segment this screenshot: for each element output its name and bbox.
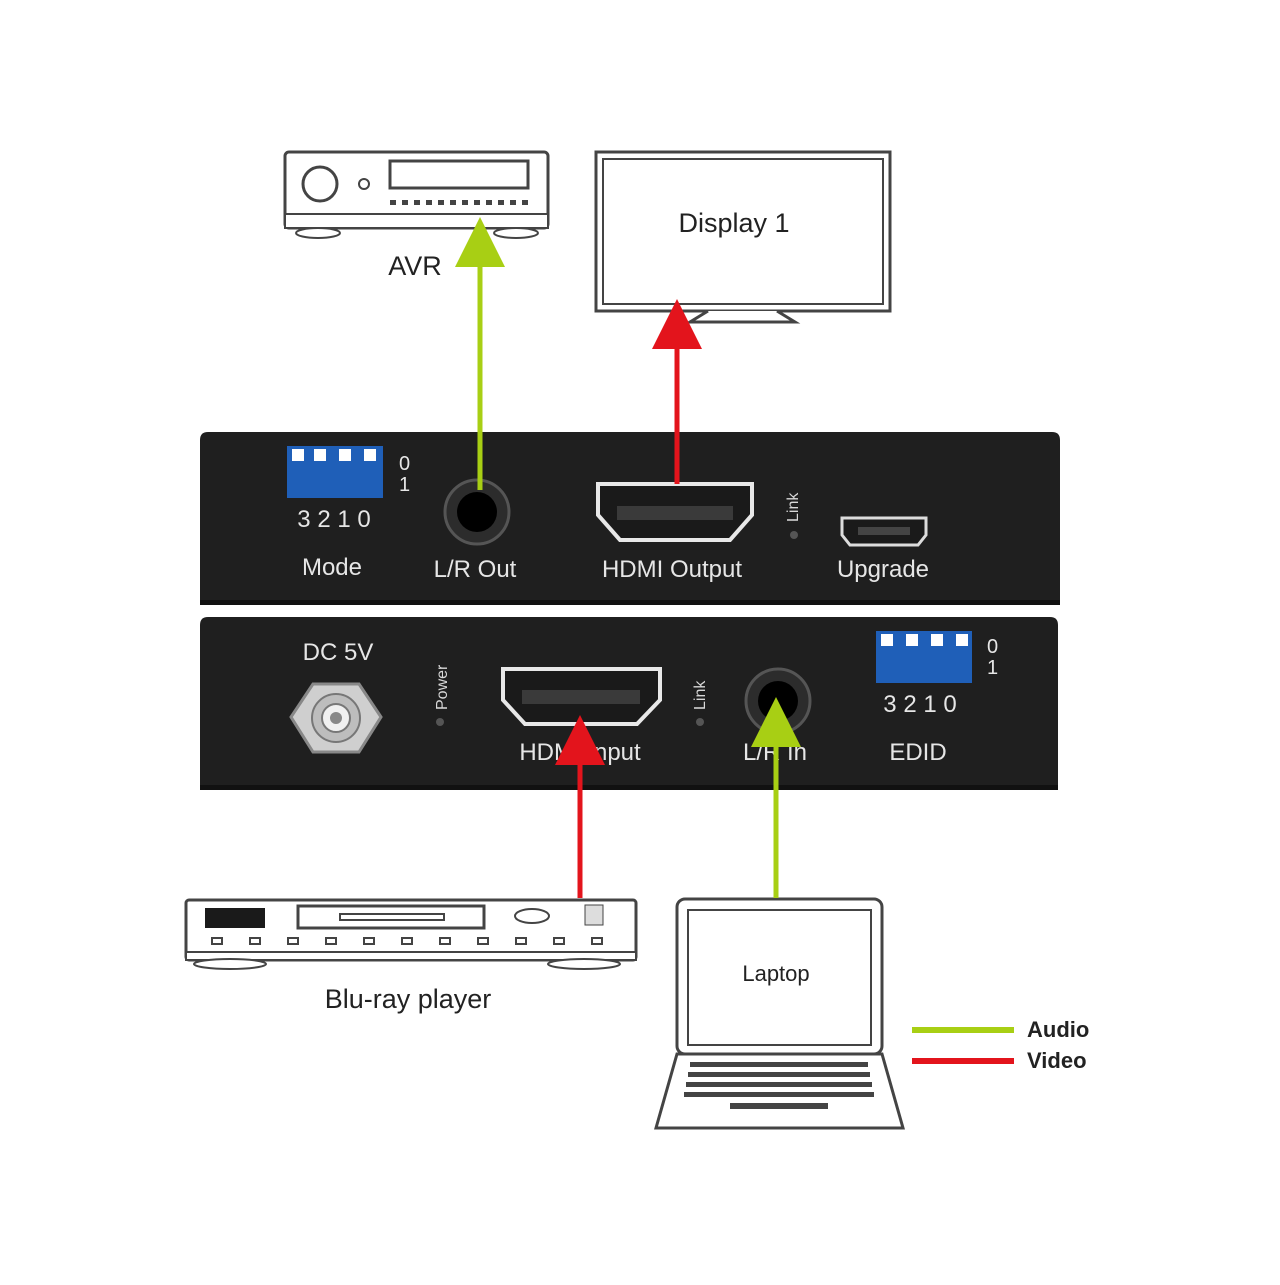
hdmi-input-port-icon[interactable] — [501, 667, 662, 726]
laptop-label: Laptop — [742, 961, 809, 986]
legend-audio-label: Audio — [1027, 1017, 1089, 1042]
mode-label: Mode — [302, 554, 362, 581]
upgrade-usb-port-icon[interactable] — [840, 516, 928, 547]
edid-dip-state-1: 1 — [987, 657, 998, 679]
lr-out-jack-icon[interactable] — [443, 478, 511, 546]
avr-device-icon — [283, 150, 550, 239]
laptop-icon — [654, 897, 905, 1130]
avr-label: AVR — [388, 251, 442, 281]
mode-dip-numbers: 3 2 1 0 — [297, 506, 370, 533]
legend-video-label: Video — [1027, 1048, 1087, 1073]
upgrade-label: Upgrade — [837, 556, 929, 583]
bluray-label: Blu-ray player — [325, 984, 492, 1014]
lr-out-label: L/R Out — [434, 556, 517, 583]
mode-dip-state-0: 0 — [399, 453, 410, 475]
transmitter-link-label: Link — [692, 680, 709, 710]
receiver-link-label: Link — [785, 492, 802, 522]
dc-label: DC 5V — [303, 639, 374, 666]
legend: Audio Video — [912, 1017, 1089, 1073]
mode-dip-state-1: 1 — [399, 474, 410, 496]
edid-label: EDID — [889, 739, 946, 766]
power-label: Power — [434, 664, 451, 710]
receiver-link-led — [790, 531, 798, 539]
display-icon — [594, 150, 892, 324]
edid-dip-state-0: 0 — [987, 636, 998, 658]
power-led — [436, 718, 444, 726]
edid-dip-switch[interactable] — [876, 631, 972, 683]
dc-power-jack-icon[interactable] — [289, 682, 383, 754]
hdmi-output-port-icon[interactable] — [596, 482, 754, 542]
display-label: Display 1 — [678, 208, 789, 238]
hdmi-output-label: HDMI Output — [602, 556, 742, 583]
mode-dip-switch[interactable] — [287, 446, 383, 498]
bluray-player-icon — [184, 898, 638, 970]
edid-dip-numbers: 3 2 1 0 — [883, 691, 956, 718]
transmitter-link-led — [696, 718, 704, 726]
